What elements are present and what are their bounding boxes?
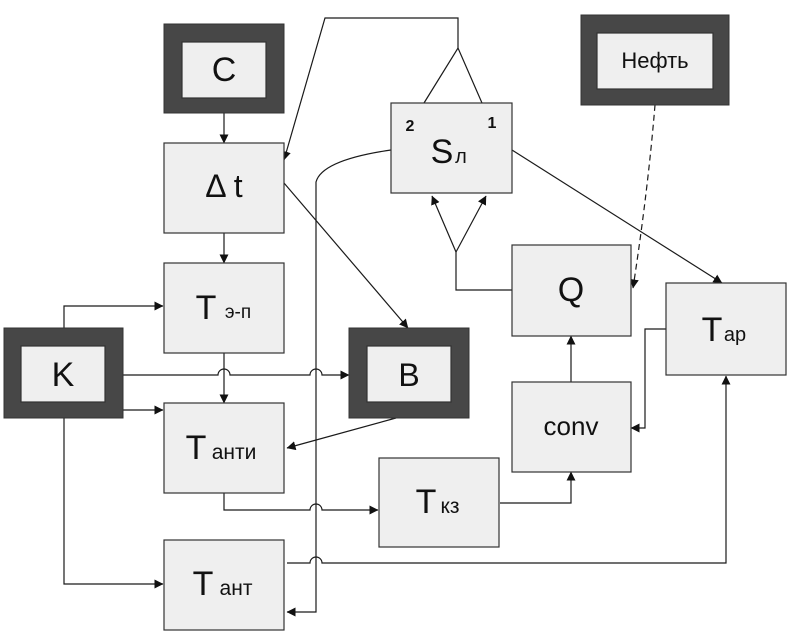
node-b-label: B xyxy=(398,357,419,393)
edge-k-to-tep xyxy=(63,301,164,328)
node-tep-sub: э-п xyxy=(225,302,251,323)
edge-tant-to-tar xyxy=(287,375,731,564)
node-tkz[interactable]: T кз xyxy=(378,457,500,548)
node-c[interactable]: C xyxy=(163,23,285,114)
node-s-main: S xyxy=(431,133,454,171)
edge-tkz-to-conv xyxy=(500,471,576,504)
edge-k-to-b xyxy=(123,368,350,380)
node-b[interactable]: B xyxy=(348,327,470,419)
node-c-label: C xyxy=(212,51,237,89)
node-tant-sub: ант xyxy=(220,577,253,600)
node-tanti-main: T xyxy=(186,429,207,467)
edge-b-to-tanti xyxy=(286,417,397,451)
node-neft-label: Нефть xyxy=(621,48,688,73)
node-tanti-sub: анти xyxy=(212,441,257,464)
node-conv[interactable]: conv xyxy=(511,381,632,473)
edge-neft-to-q xyxy=(629,104,656,289)
edge-fork-to-dt xyxy=(282,17,459,161)
node-tar-sub: ар xyxy=(724,324,746,346)
node-tkz-sub: кз xyxy=(440,495,459,518)
edge-s-fork-up xyxy=(423,46,483,104)
edge-fork-to-s-right xyxy=(455,195,487,253)
node-tkz-main: T xyxy=(416,483,437,521)
node-dt[interactable]: Δ t xyxy=(163,142,285,234)
node-s-mark-left: 2 xyxy=(406,118,415,135)
node-q-label: Q xyxy=(558,271,584,309)
edge-q-to-s xyxy=(455,252,512,291)
edge-s-to-tar xyxy=(511,149,723,284)
edge-s-to-tant xyxy=(286,149,392,617)
node-conv-label: conv xyxy=(544,411,599,441)
node-k[interactable]: K xyxy=(3,327,124,419)
node-tar-main: T xyxy=(702,311,723,349)
edge-k-to-tant xyxy=(63,418,164,589)
node-tanti[interactable]: T анти xyxy=(163,402,285,494)
node-k-label: K xyxy=(52,356,75,394)
node-q[interactable]: Q xyxy=(511,244,632,337)
edge-tar-to-conv xyxy=(630,328,666,433)
node-neft[interactable]: Нефть xyxy=(580,14,730,106)
edge-fork-to-s-left xyxy=(431,195,457,253)
node-s[interactable]: S л 2 1 xyxy=(390,102,513,194)
node-s-sub: л xyxy=(455,146,467,168)
node-s-mark-right: 1 xyxy=(488,115,497,132)
node-tant-main: T xyxy=(193,565,214,603)
node-tar[interactable]: T ар xyxy=(665,282,787,376)
edge-dt-to-b xyxy=(283,182,409,329)
edge-tanti-to-tkz xyxy=(223,493,379,515)
node-tant[interactable]: T ант xyxy=(163,539,285,631)
node-tep-main: T xyxy=(196,289,217,327)
node-tep[interactable]: T э-п xyxy=(163,262,285,354)
node-dt-label: Δ t xyxy=(205,168,243,204)
